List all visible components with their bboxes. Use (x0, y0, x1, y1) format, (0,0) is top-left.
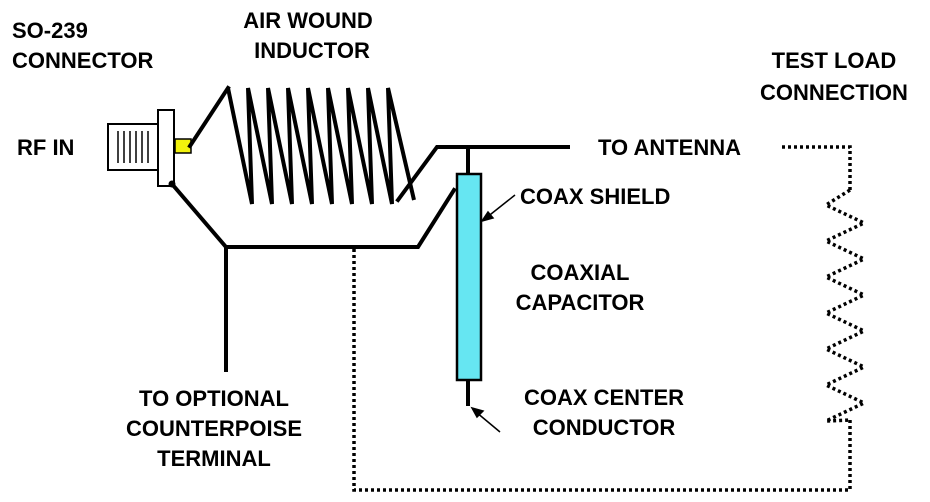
connector-label-line2: CONNECTOR (12, 48, 153, 73)
test-load-connection (352, 145, 869, 492)
rf-in-label: RF IN (17, 135, 74, 160)
counterpoise-label-line2: COUNTERPOISE (126, 416, 302, 441)
ground-wire (169, 181, 457, 249)
coax-center-label-line2: CONDUCTOR (533, 415, 676, 440)
to-antenna-label: TO ANTENNA (598, 135, 741, 160)
coax-shield-arrowhead (480, 210, 495, 223)
connector-ribs (117, 131, 149, 163)
counterpoise-label-line1: TO OPTIONAL (139, 386, 289, 411)
coax-center-arrow-line (475, 411, 501, 433)
coax-shield-arrow-line (485, 194, 516, 219)
test-load-label-line2: CONNECTION (760, 80, 908, 105)
counterpoise-label-line3: TERMINAL (157, 446, 271, 471)
wiring (169, 85, 570, 406)
connector-body (107, 123, 161, 171)
connector-label-line1: SO-239 (12, 18, 88, 43)
so239-connector (107, 109, 192, 188)
inductor-label-line2: INDUCTOR (254, 38, 370, 63)
coax-shield-label: COAX SHIELD (520, 184, 670, 209)
inductor-to-antenna-wire (395, 145, 570, 203)
coaxial-capacitor-label-line2: CAPACITOR (516, 290, 645, 315)
test-load-zigzag (821, 188, 869, 423)
coax-center-arrowhead (470, 406, 485, 419)
air-wound-inductor-coil (226, 87, 416, 205)
connector-flange (157, 109, 175, 187)
coaxial-capacitor (455, 172, 483, 382)
coaxial-capacitor-label-line1: COAXIAL (531, 260, 630, 285)
test-load-return-path (352, 247, 852, 492)
pin-to-inductor-wire (187, 85, 231, 149)
inductor-label-line1: AIR WOUND (243, 8, 373, 33)
coax-center-label-line1: COAX CENTER (524, 385, 684, 410)
test-load-label-line1: TEST LOAD (772, 48, 897, 73)
pointer-arrows (470, 194, 516, 433)
test-load-top-lead (782, 145, 852, 190)
